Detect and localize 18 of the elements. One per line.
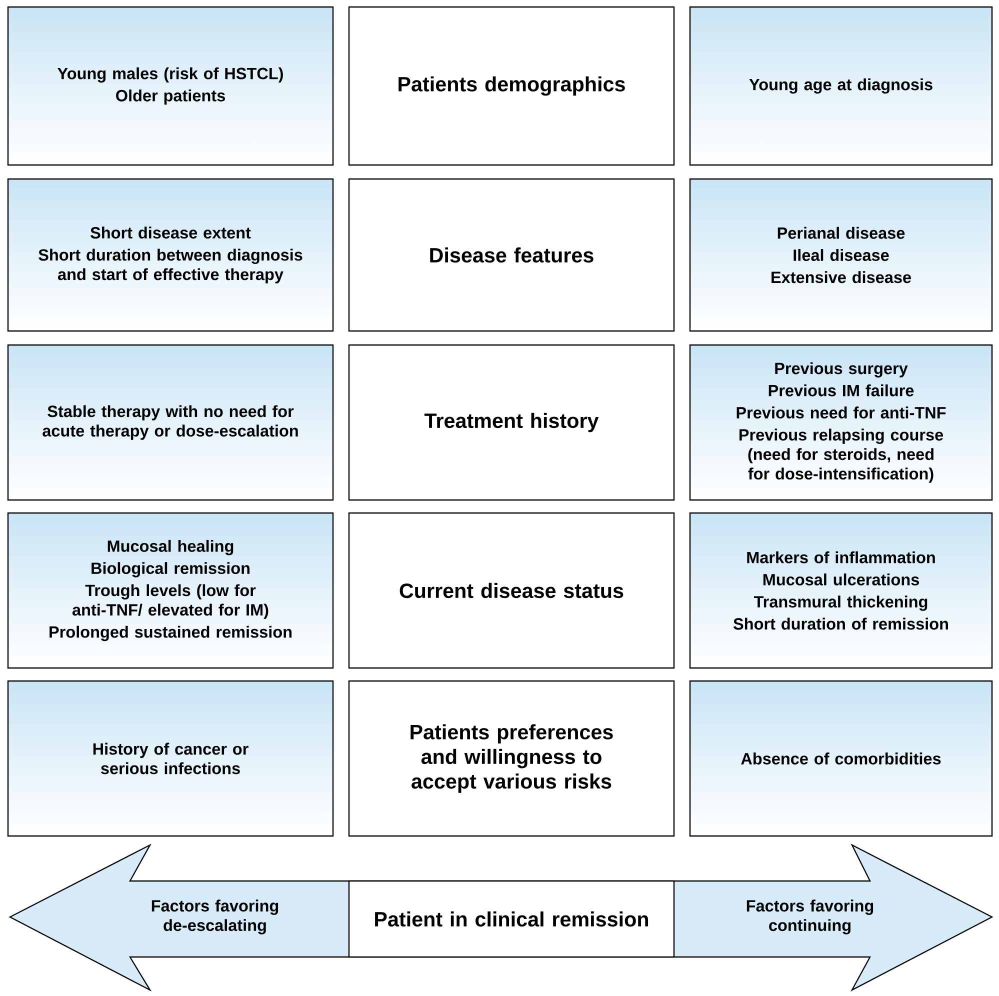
factor-box: Young males (risk of HSTCL) Older patients	[7, 6, 334, 166]
factor-box: Markers of inflammation Mucosal ulcerations Transmural thickening Short duration of remission	[689, 512, 993, 669]
arrow-label: Factors favoring continuing	[746, 900, 874, 934]
category-box: Treatment history	[348, 344, 675, 501]
factor-box: Short disease extent Short duration between diagnosis and start of effective therapy	[7, 178, 334, 332]
category-box: Disease features	[348, 178, 675, 332]
factor-box: History of cancer or serious infections	[7, 680, 334, 837]
category-box: Patients preferences and willingness to accept various risks	[348, 680, 675, 837]
factor-box: Mucosal healing Biological remission Trough levels (low for anti-TNF/ elevated for IM) Prolonged sustained remission	[7, 512, 334, 669]
category-box: Current disease status	[348, 512, 675, 669]
factor-box: Absence of comorbidities	[689, 680, 993, 837]
factor-box: Young age at diagnosis	[689, 6, 993, 166]
arrow-label: Factors favoring de-escalating	[152, 900, 278, 934]
factor-box: Previous surgery Previous IM failure Previous need for anti-TNF Previous relapsing course (need for steroids, need for dose-intensification)	[689, 344, 993, 501]
factor-box: Stable therapy with no need for acute therapy or dose-escalation	[7, 344, 334, 501]
factor-box: Perianal disease Ileal disease Extensive disease	[689, 178, 993, 332]
category-box: Patients demographics	[348, 6, 675, 166]
center-box: Patient in clinical remission	[348, 880, 675, 958]
